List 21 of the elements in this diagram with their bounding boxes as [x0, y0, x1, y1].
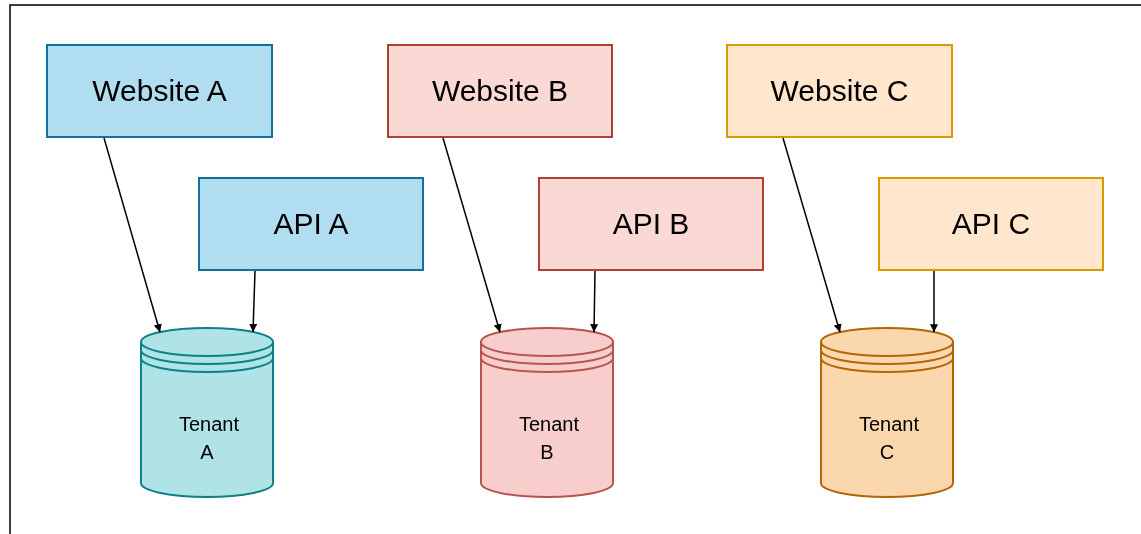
node-label: API A: [273, 207, 349, 241]
node-label: Tenant C: [858, 412, 921, 465]
process-box: [198, 177, 424, 271]
node-label: Tenant A: [178, 412, 241, 465]
process-box: [538, 177, 764, 271]
arrow: [103, 137, 162, 333]
node-label: Website B: [431, 74, 569, 108]
node-label: API C: [951, 207, 1031, 241]
arrow: [442, 137, 502, 333]
node-label: API B: [612, 207, 690, 241]
process-box: [46, 44, 273, 138]
arrow: [782, 137, 842, 333]
arrow: [590, 270, 599, 333]
node-label: Tenant B: [518, 412, 581, 465]
arrow: [930, 270, 938, 333]
arrow: [249, 270, 258, 333]
process-box: [387, 44, 613, 138]
process-box: [878, 177, 1104, 271]
process-box: [726, 44, 953, 138]
node-label: Website C: [770, 74, 909, 108]
node-label: Website A: [92, 74, 227, 108]
